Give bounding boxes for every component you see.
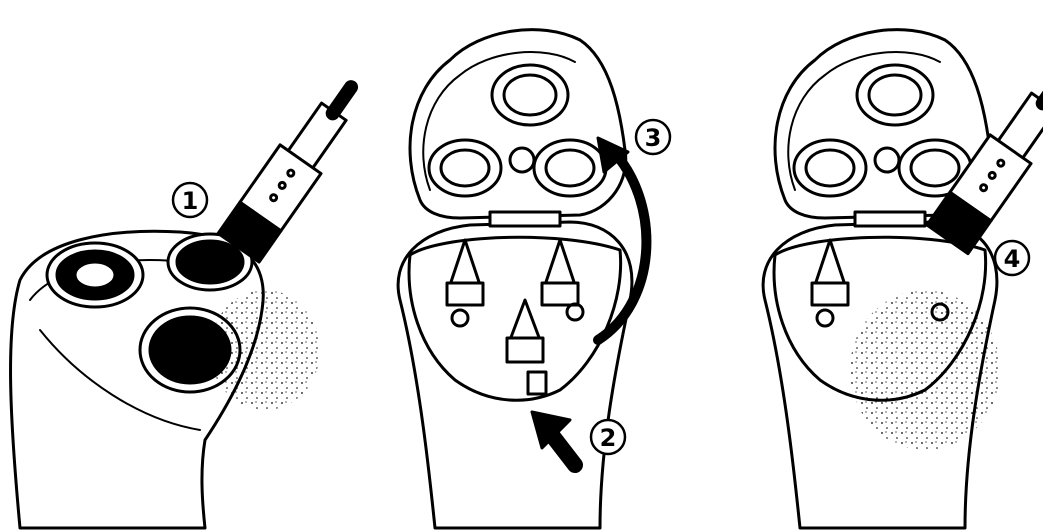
panel-3-brush-chamber [763,30,1043,528]
step-label-3: 3 [636,120,670,154]
panel-1-closed-shaver [11,73,372,528]
hair-debris-cloud [210,290,320,410]
step-number-2: 2 [600,424,617,452]
step-number-3: 3 [645,124,662,152]
lid-cutter-right [534,140,606,196]
lid-cutter-left [794,140,866,196]
lid-cutter-left [429,140,501,196]
lid-cutter-top [857,65,933,125]
step-label-2: 2 [591,420,625,454]
step-label-1: 1 [173,183,207,217]
cleaning-brush-1 [218,73,371,262]
lid-cutter-top [492,65,568,125]
shaving-head-left [47,243,143,307]
hair-debris-cloud [850,290,1000,450]
step-label-4: 4 [995,241,1029,275]
step-number-4: 4 [1004,245,1021,273]
hinge [490,212,560,226]
step-number-1: 1 [182,187,199,215]
release-button [528,372,546,394]
hinge [855,212,925,226]
